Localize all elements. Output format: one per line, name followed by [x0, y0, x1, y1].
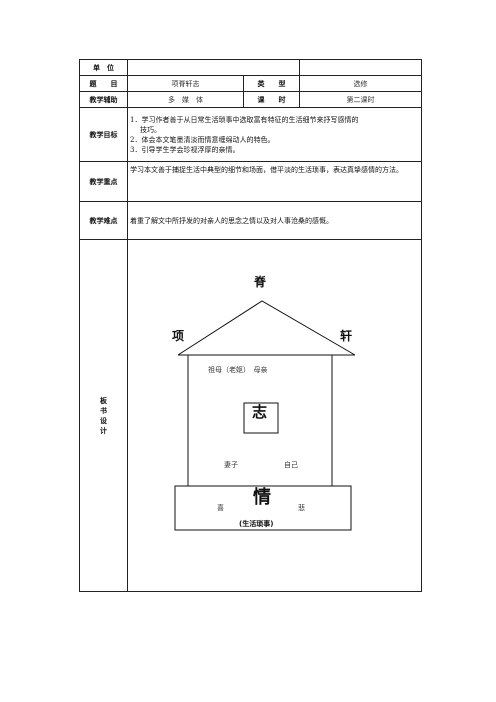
- center-box: [243, 402, 279, 433]
- row2-left: 妻子: [224, 460, 238, 469]
- unit-value: [126, 59, 301, 76]
- board-label-char: 计: [100, 426, 107, 435]
- row1-text: 祖母（老妪） 母亲: [208, 365, 268, 374]
- type-label: 类 型: [242, 75, 301, 92]
- base-right-char: 悲: [298, 503, 305, 512]
- goal-item-3: 3．引导学生学会珍视浮厚的亲情。: [130, 145, 240, 154]
- goals-row: 教学目标 1．学习作者善于从日常生活琐事中选取富有特征的生活细节来抒写感情的 技…: [79, 107, 423, 162]
- center-char: 志: [252, 402, 268, 421]
- topic-label: 题 目: [79, 75, 128, 92]
- unit-extra-cell: [299, 59, 423, 76]
- period-value: 第二课时: [299, 91, 423, 108]
- board-label: 板 书 设 计: [79, 239, 128, 592]
- board-lines: [174, 299, 356, 530]
- goal-item-1-cont: 技巧。: [140, 125, 161, 134]
- board-label-char: 书: [100, 406, 107, 415]
- aid-row: 教学辅助 多 媒 体 课 时 第二课时: [79, 91, 423, 108]
- topic-row: 题 目 项脊轩志 类 型 选修: [79, 75, 423, 92]
- goals-content: 1．学习作者善于从日常生活琐事中选取富有特征的生活细节来抒写感情的 技巧。 2．…: [126, 107, 423, 162]
- difficulty-row: 教学难点 着重了解文中所抒发的对亲人的思念之情以及对人事沧桑的感慨。: [79, 201, 423, 240]
- goals-label: 教学目标: [79, 107, 128, 162]
- difficulty-text: 着重了解文中所抒发的对亲人的思念之情以及对人事沧桑的感慨。: [126, 201, 423, 240]
- base-center-char: 情: [253, 486, 271, 508]
- row2-right: 自己: [284, 460, 298, 469]
- key-text: 学习本文善于捕捉生活中典型的细节和场面，借平淡的生活琐事，表达真挚感情的方法。: [126, 161, 423, 202]
- board-label-char: 设: [100, 416, 107, 425]
- base-box: [174, 485, 352, 530]
- topic-value: 项脊轩志: [127, 75, 244, 92]
- type-value: 选修: [299, 75, 423, 92]
- lesson-plan-table: 单 位 题 目 项脊轩志 类 型 选修 教学辅助 多 媒 体 课 时 第二课时 …: [79, 59, 423, 592]
- roof-top-char: 脊: [254, 274, 267, 289]
- board-label-char: 板: [100, 396, 107, 405]
- goal-item-1: 1．学习作者善于从日常生活琐事中选取富有特征的生活细节来抒写感情的: [130, 115, 359, 124]
- base-left-char: 喜: [217, 503, 224, 512]
- roof-lines: [177, 299, 356, 355]
- roof-right-char: 轩: [340, 328, 353, 343]
- board-canvas: 脊 项 轩 祖母（老妪） 母亲 志 妻子 自己 喜 情 悲 (生活琐事): [130, 241, 422, 591]
- aid-label: 教学辅助: [79, 91, 128, 108]
- board-design: 脊 项 轩 祖母（老妪） 母亲 志 妻子 自己 喜 情 悲 (生活琐事): [126, 239, 423, 592]
- roof-left-char: 项: [172, 328, 185, 343]
- goal-item-2: 2．体会本文笔墨清淡而情意缠绵动人的特色。: [130, 135, 275, 144]
- aid-value: 多 媒 体: [127, 91, 244, 108]
- board-row: 板 书 设 计 脊 项 轩 祖母（老妪） 母亲 志 妻子 自己: [79, 239, 423, 592]
- key-row: 教学重点 学习本文善于捕捉生活中典型的细节和场面，借平淡的生活琐事，表达真挚感情…: [79, 161, 423, 202]
- unit-row: 单 位: [79, 59, 423, 76]
- difficulty-label: 教学难点: [79, 201, 128, 240]
- period-label: 课 时: [242, 91, 301, 108]
- unit-label: 单 位: [79, 59, 128, 76]
- base-note: (生活琐事): [239, 519, 274, 528]
- key-label: 教学重点: [79, 161, 128, 202]
